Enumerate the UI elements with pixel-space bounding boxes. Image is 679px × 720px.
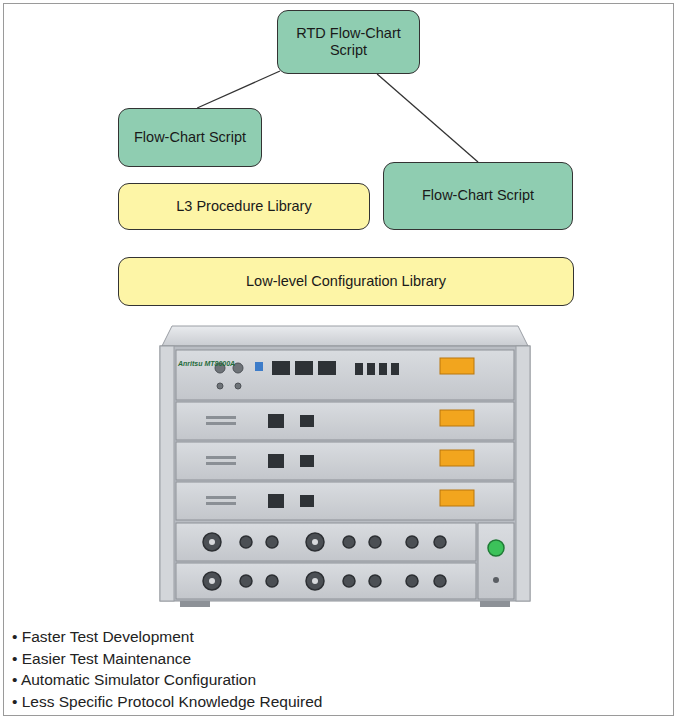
connector-line [377,74,478,162]
library-box: L3 Procedure Library [118,183,370,230]
bullet-item: • Faster Test Development [12,626,322,648]
bullet-item: • Easier Test Maintenance [12,648,322,670]
box-label: L3 Procedure Library [176,198,311,215]
script-box: Flow-Chart Script [118,108,262,167]
script-box: Flow-Chart Script [383,162,573,230]
box-label: Flow-Chart Script [422,187,534,204]
text-group: Flow-Chart Script [422,187,534,204]
device-label: Anritsu MT8000A [178,360,235,367]
text-group: L3 Procedure Library [176,198,311,215]
text-group: Low-level Configuration Library [246,273,446,290]
bullet-item: • Automatic Simulator Configuration [12,669,322,691]
bullet-list: • Faster Test Development• Easier Test M… [12,626,322,712]
box-label: Low-level Configuration Library [246,273,446,290]
script-box: RTD Flow-Chart Script [277,10,420,74]
box-label: RTD Flow-Chart Script [289,25,409,60]
library-box: Low-level Configuration Library [118,257,574,306]
box-label: Flow-Chart Script [134,129,246,146]
text-group: Flow-Chart Script [134,129,246,146]
connector-line [197,71,280,108]
bullet-item: • Less Specific Protocol Knowledge Requi… [12,691,322,713]
text-group: RTD Flow-Chart Script [289,25,409,60]
